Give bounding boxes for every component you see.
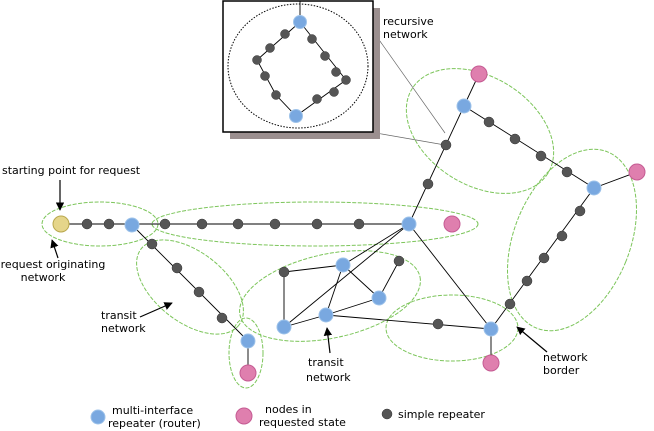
- starting-node: [52, 215, 70, 233]
- main-line-region: [151, 201, 479, 247]
- repeater-node: [329, 87, 339, 97]
- transit-left-label: network: [101, 322, 146, 335]
- router-node: [124, 217, 140, 233]
- router-node: [240, 333, 256, 349]
- transit-left-region: [136, 239, 244, 335]
- transit-center-label: network: [306, 371, 351, 384]
- repeater-node: [341, 75, 351, 85]
- legend-repeater-swatch: [381, 408, 393, 420]
- repeater-node: [146, 238, 158, 250]
- repeater-node: [422, 178, 434, 190]
- repeater-nodes: [81, 116, 586, 330]
- annotation-arrows: [50, 180, 548, 354]
- repeater-node: [440, 139, 452, 151]
- arrow-network-border: [516, 326, 548, 353]
- transit-center-label: transit: [308, 356, 344, 369]
- repeater-node: [320, 51, 330, 61]
- repeater-node: [252, 55, 262, 65]
- repeater-node: [331, 67, 341, 77]
- repeater-node: [393, 255, 405, 267]
- router-node: [335, 257, 351, 273]
- legend-repeater-label: simple repeater: [398, 408, 485, 421]
- repeater-node: [556, 230, 568, 242]
- repeater-node: [312, 94, 322, 104]
- router-node: [401, 216, 417, 232]
- arrow-transit-center: [323, 327, 333, 354]
- router-node: [586, 180, 602, 196]
- repeater-node: [535, 150, 547, 162]
- transit-left-label: transit: [101, 309, 137, 322]
- inset-routers: [289, 15, 307, 123]
- legend-requested-label: nodes in: [265, 403, 312, 416]
- requested-node: [482, 354, 500, 372]
- repeater-node: [353, 218, 365, 230]
- repeater-node: [538, 252, 550, 264]
- repeater-node: [271, 90, 281, 100]
- router-node: [276, 319, 292, 335]
- transit-center-region: [239, 250, 421, 342]
- recursive-network-inset: [222, 0, 380, 139]
- repeater-node: [260, 71, 270, 81]
- repeater-node: [265, 43, 275, 53]
- starting-point-label: starting point for request: [2, 164, 141, 177]
- repeater-node: [232, 218, 244, 230]
- recursive-network-region: [405, 68, 555, 194]
- repeater-node: [432, 318, 444, 330]
- repeater-node: [280, 29, 290, 39]
- router-nodes: [124, 98, 602, 349]
- bottom-left-region: [228, 317, 264, 389]
- annotation-labels: starting point for request request origi…: [1, 15, 589, 384]
- request-network-label: network: [21, 271, 66, 284]
- inset-repeaters: [252, 29, 351, 104]
- network-border-label: network: [543, 351, 588, 364]
- recursive-network-label: recursive: [383, 15, 434, 28]
- network-border-region: [507, 148, 637, 332]
- requested-node: [628, 163, 646, 181]
- router-node: [318, 307, 334, 323]
- repeater-node: [521, 275, 533, 287]
- router-node: [371, 290, 387, 306]
- legend-router-swatch: [90, 409, 106, 425]
- repeater-node: [159, 218, 171, 230]
- inset-boundary: [227, 3, 369, 129]
- requested-node: [470, 65, 488, 83]
- router-node: [293, 15, 307, 29]
- arrow-request-network: [50, 239, 59, 259]
- legend-router-label: repeater (router): [108, 417, 201, 430]
- requested-node: [239, 364, 257, 382]
- legend-router-label: multi-interface: [112, 404, 193, 417]
- router-node: [483, 321, 499, 337]
- repeater-node: [561, 166, 573, 178]
- repeater-node: [171, 262, 183, 274]
- repeater-node: [311, 218, 323, 230]
- repeater-node: [278, 266, 290, 278]
- repeater-node: [269, 218, 281, 230]
- request-network-label: request originating: [1, 258, 106, 271]
- repeater-node: [81, 218, 93, 230]
- legend-requested-swatch: [235, 407, 253, 425]
- repeater-node: [193, 286, 205, 298]
- requested-node: [443, 215, 461, 233]
- repeater-node: [574, 205, 586, 217]
- network-border-label: border: [543, 364, 580, 377]
- arrow-transit-left: [139, 302, 173, 318]
- repeater-node: [483, 116, 495, 128]
- requested-nodes: [239, 65, 646, 382]
- legend-requested-label: requested state: [259, 416, 346, 429]
- router-node: [289, 109, 303, 123]
- repeater-node: [216, 312, 228, 324]
- router-node: [456, 98, 472, 114]
- repeater-node: [504, 298, 516, 310]
- repeater-node: [307, 34, 317, 44]
- repeater-node: [196, 218, 208, 230]
- repeater-node: [509, 133, 521, 145]
- legend: multi-interface repeater (router) nodes …: [90, 403, 485, 430]
- recursive-network-label: network: [383, 28, 428, 41]
- zoom-guides: [369, 26, 446, 146]
- repeater-node: [103, 218, 115, 230]
